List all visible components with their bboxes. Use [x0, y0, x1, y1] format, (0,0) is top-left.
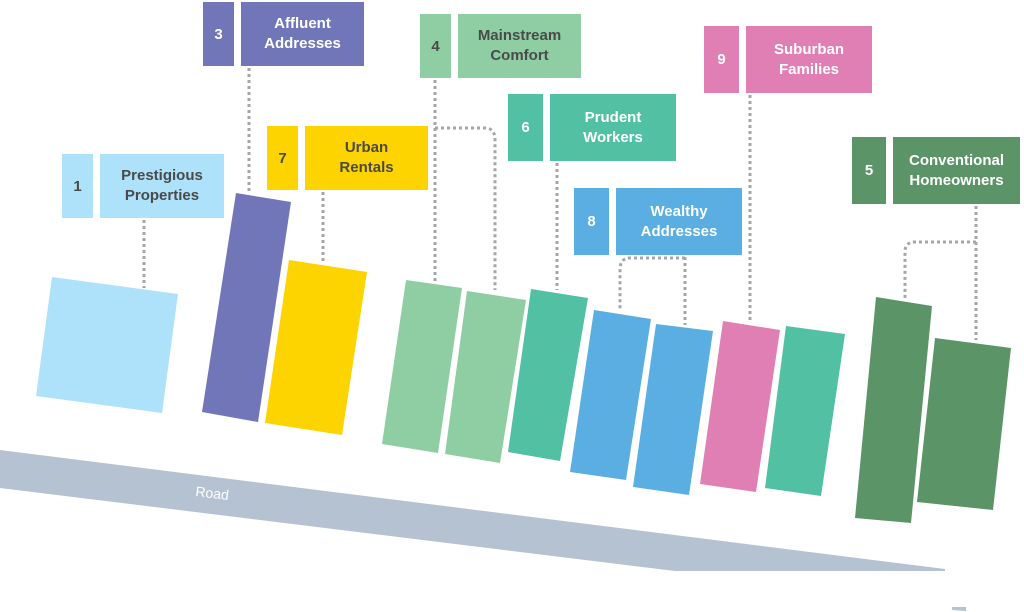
house-segment-7 [265, 260, 367, 435]
segment-name-line1: Suburban [774, 40, 844, 58]
connector-line [435, 126, 497, 290]
house-segment-4 [445, 291, 526, 463]
segment-name-line2: Addresses [640, 222, 718, 240]
segment-name-line2: Comfort [490, 47, 549, 64]
segment-name-line2: Addresses [264, 35, 341, 52]
house-segment-6 [508, 289, 588, 461]
segment-number: 6 [508, 94, 543, 161]
segment-name-line1: Wealthy [650, 202, 708, 220]
segment-name-line1: Conventional [908, 151, 1004, 169]
segment-name-line1: Urban [344, 139, 389, 156]
segment-name-line1: Mainstream [477, 27, 562, 44]
segment-number: 5 [852, 137, 886, 204]
house-segment-4 [382, 280, 462, 453]
house-segment-8 [633, 324, 713, 495]
segment-name-line2: Homeowners [909, 171, 1004, 189]
segment-number: 7 [267, 126, 298, 190]
connector-line [903, 240, 976, 300]
house-segment-1 [36, 277, 178, 413]
connector-line [618, 256, 685, 311]
segment-number: 3 [203, 2, 234, 66]
segment-name-line1: Prestigious [121, 167, 203, 184]
segment-name-line2: Properties [124, 187, 200, 204]
segment-number: 1 [62, 154, 93, 218]
segment-name-line1: Prudent [584, 108, 642, 126]
segment-number: 4 [420, 14, 451, 78]
segment-number: 8 [574, 188, 609, 255]
segment-name-line2: Rentals [339, 159, 394, 176]
segment-name-line1: Affluent [274, 15, 331, 32]
house-segment-5 [917, 338, 1011, 510]
segment-name-line2: Workers [583, 128, 643, 146]
house-segment-3 [202, 193, 291, 422]
house-segment-5 [855, 297, 932, 523]
segment-name-line2: Families [778, 60, 840, 78]
house-segment-8 [570, 310, 651, 480]
segment-number: 9 [704, 26, 739, 93]
road-label: Road [195, 483, 230, 503]
house-segment-6 [765, 326, 845, 496]
house-segment-9 [700, 321, 780, 492]
road [0, 450, 945, 571]
road-edge-mark [952, 607, 966, 611]
